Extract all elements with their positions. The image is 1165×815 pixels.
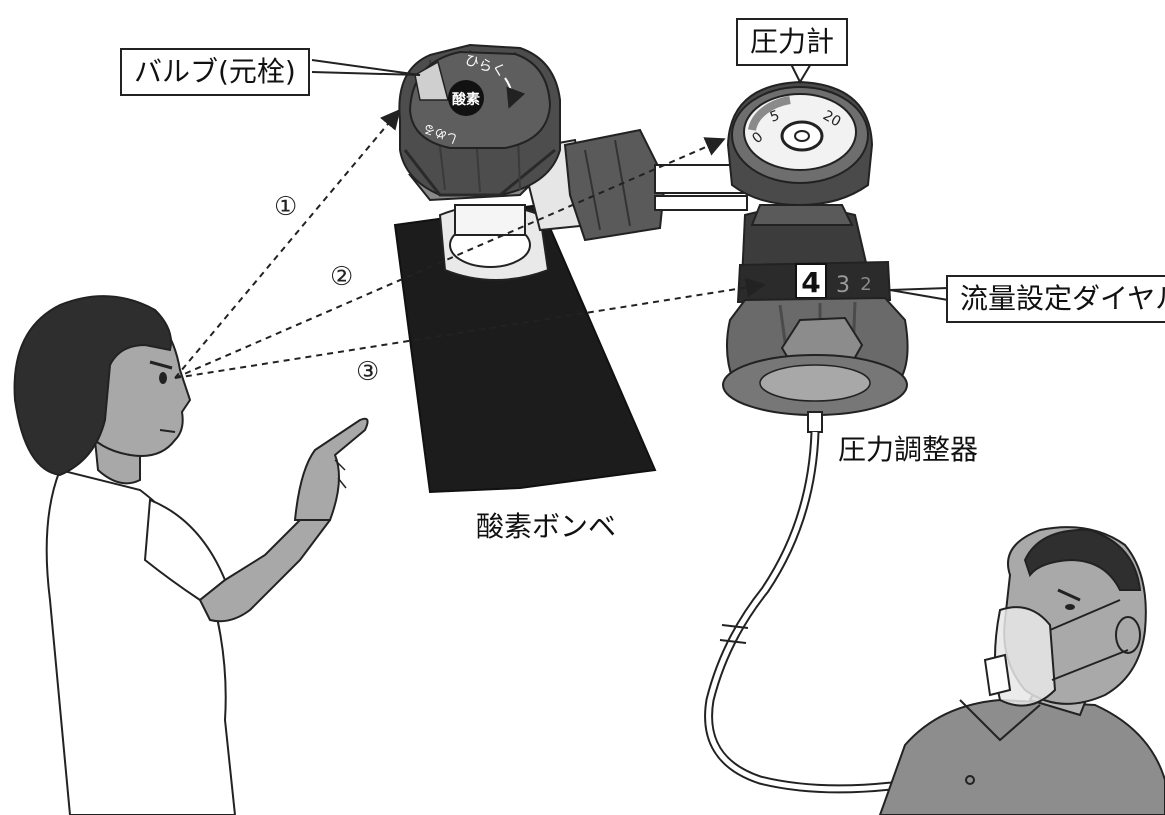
pressure-gauge: 0 5 20	[726, 80, 874, 207]
dial-next-value: 3	[836, 273, 850, 298]
nurse-figure	[13, 295, 369, 815]
step-2-marker: ②	[330, 262, 354, 292]
step-3-marker: ③	[356, 357, 380, 387]
sight-line-valve	[174, 108, 401, 379]
callout-leaders	[311, 59, 949, 301]
valve-center-label: 酸素	[452, 91, 480, 108]
cylinder-label: 酸素ボンベ	[476, 510, 617, 543]
sight-lines	[174, 108, 766, 379]
flow-dial-callout: 流量設定ダイヤル	[946, 275, 1165, 323]
patient-figure	[878, 526, 1165, 815]
valve-callout: バルブ(元栓)	[120, 48, 310, 96]
pressure-regulator: 4 3 2	[722, 204, 909, 433]
sight-line-dial	[174, 277, 766, 379]
dial-current-value: 4	[801, 266, 820, 299]
oxygen-cylinder	[393, 203, 657, 494]
pressure-gauge-callout: 圧力計	[736, 18, 849, 66]
sight-line-gauge	[174, 137, 726, 379]
dial-next2-value: 2	[860, 274, 871, 295]
regulator-label: 圧力調整器	[838, 433, 979, 466]
step-1-marker: ①	[274, 192, 298, 222]
gauge-tick-20: 20	[820, 108, 843, 131]
